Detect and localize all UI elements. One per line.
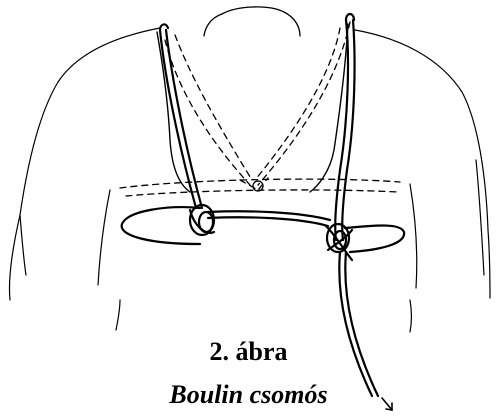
left-bowline-knot xyxy=(190,205,214,235)
rope-shoulder-straps xyxy=(160,14,355,240)
figure-title: Boulin csomós xyxy=(0,380,497,410)
figure-number: 2. ábra xyxy=(0,337,497,367)
rope-waist-band xyxy=(122,207,404,252)
torso-outline xyxy=(9,28,490,332)
neck xyxy=(204,7,300,36)
rope-free-end xyxy=(339,252,378,396)
